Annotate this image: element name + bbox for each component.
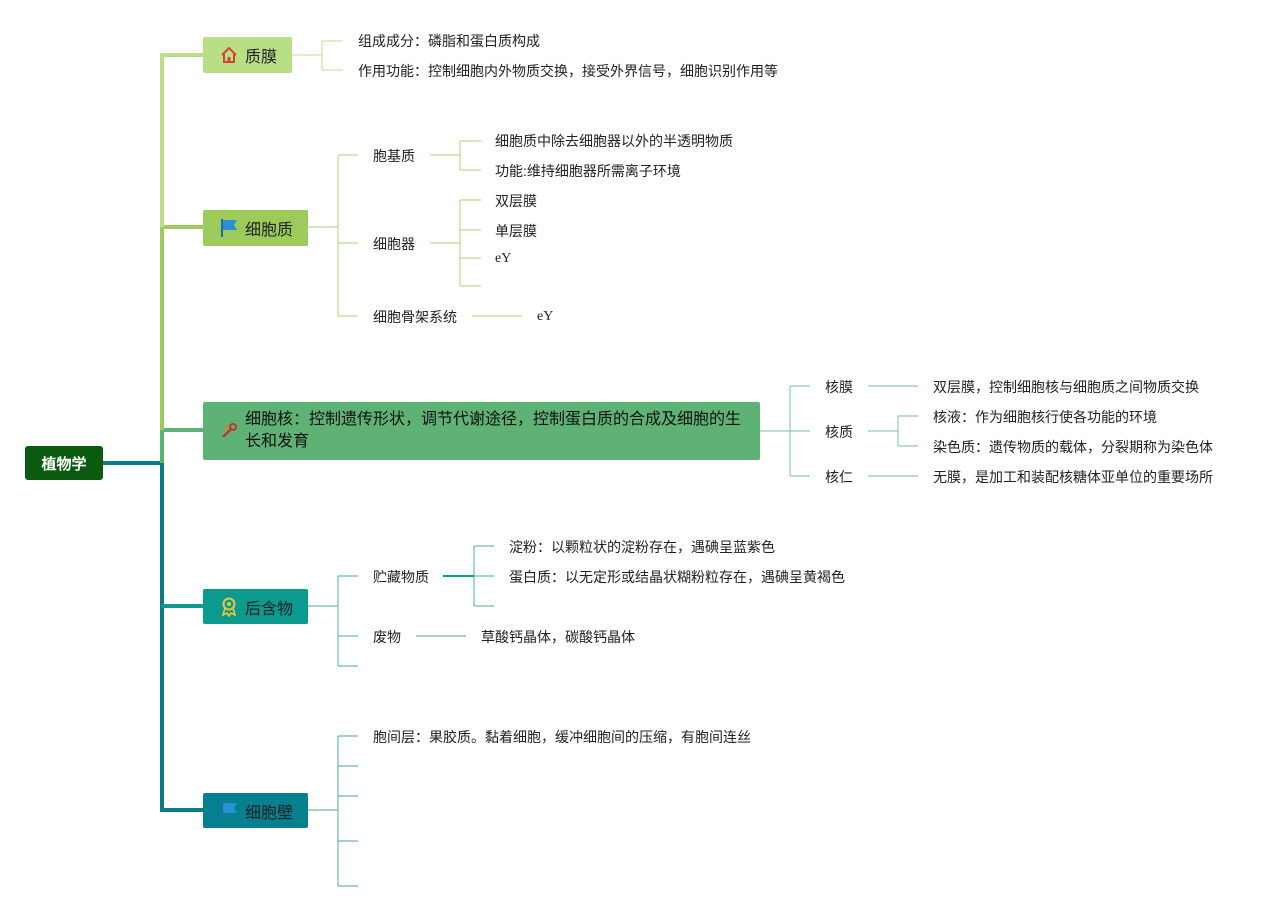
award-icon <box>219 597 239 617</box>
leaf-single-membrane[interactable]: 单层膜 <box>495 223 537 239</box>
leaf-ransezhi[interactable]: 染色质：遗传物质的载体，分裂期称为染色体 <box>933 439 1213 455</box>
branch-label: 细胞质 <box>245 222 294 239</box>
root-node[interactable]: 植物学 <box>25 446 103 480</box>
tools-icon <box>219 421 239 441</box>
leaf-danbaizhi[interactable]: 蛋白质：以无定形或结晶状糊粉粒存在，遇碘呈黄褐色 <box>509 569 845 585</box>
leaf-zhimo-composition[interactable]: 组成成分：磷脂和蛋白质构成 <box>358 33 540 49</box>
branch-xibaozhi[interactable]: 细胞质 <box>203 210 308 246</box>
root-label: 植物学 <box>41 455 87 473</box>
node-zhucang[interactable]: 贮藏物质 <box>373 569 429 585</box>
branch-label: 后含物 <box>245 600 294 618</box>
node-hezhi[interactable]: 核质 <box>825 424 853 440</box>
branch-label: 质膜 <box>245 49 278 66</box>
leaf-double-membrane[interactable]: 双层膜 <box>495 193 537 209</box>
flag-icon <box>219 801 239 821</box>
leaf-gujia-ey[interactable]: eY <box>537 309 554 324</box>
house-icon <box>219 45 239 65</box>
branch-xibaobi[interactable]: 细胞壁 <box>203 793 308 828</box>
leaf-baojizhi-function[interactable]: 功能:维持细胞器所需离子环境 <box>495 163 681 179</box>
leaf-heren-detail[interactable]: 无膜，是加工和装配核糖体亚单位的重要场所 <box>933 469 1213 485</box>
branch-label: 细胞壁 <box>245 804 294 822</box>
leaf-baojizhi-definition[interactable]: 细胞质中除去细胞器以外的半透明物质 <box>495 133 733 149</box>
leaf-dianfen[interactable]: 淀粉：以颗粒状的淀粉存在，遇碘呈蓝紫色 <box>509 539 775 555</box>
node-hemo[interactable]: 核膜 <box>825 379 853 395</box>
flag-icon <box>219 218 239 238</box>
leaf-heye[interactable]: 核液：作为细胞核行使各功能的环境 <box>933 409 1157 425</box>
leaf-zhimo-function[interactable]: 作用功能：控制细胞内外物质交换，接受外界信号，细胞识别作用等 <box>358 63 778 79</box>
node-xibaoqi[interactable]: 细胞器 <box>373 236 415 252</box>
branch-zhimo[interactable]: 质膜 <box>203 37 292 73</box>
branch-label-line1: 细胞核：控制遗传形状，调节代谢途径，控制蛋白质的合成及细胞的生 <box>245 411 742 428</box>
branch-label-block: 细胞核：控制遗传形状，调节代谢途径，控制蛋白质的合成及细胞的生 长和发育 <box>245 409 741 453</box>
leaf-xibaoqi-ey[interactable]: eY <box>495 251 512 266</box>
leaf-hemo-detail[interactable]: 双层膜，控制细胞核与细胞质之间物质交换 <box>933 379 1199 395</box>
node-heren[interactable]: 核仁 <box>825 469 853 485</box>
branch-houhanwu[interactable]: 后含物 <box>203 589 308 624</box>
node-feiwu[interactable]: 废物 <box>373 629 401 645</box>
branch-xibaohe[interactable]: 细胞核：控制遗传形状，调节代谢途径，控制蛋白质的合成及细胞的生 长和发育 <box>203 402 760 460</box>
node-baojizhi[interactable]: 胞基质 <box>373 148 415 164</box>
node-gujia[interactable]: 细胞骨架系统 <box>373 309 457 325</box>
leaf-baojianceng[interactable]: 胞间层：果胶质。黏着细胞，缓冲细胞间的压缩，有胞间连丝 <box>373 729 751 745</box>
branch-label-line2: 长和发育 <box>245 433 310 450</box>
leaf-feiwu-detail[interactable]: 草酸钙晶体，碳酸钙晶体 <box>481 629 635 645</box>
